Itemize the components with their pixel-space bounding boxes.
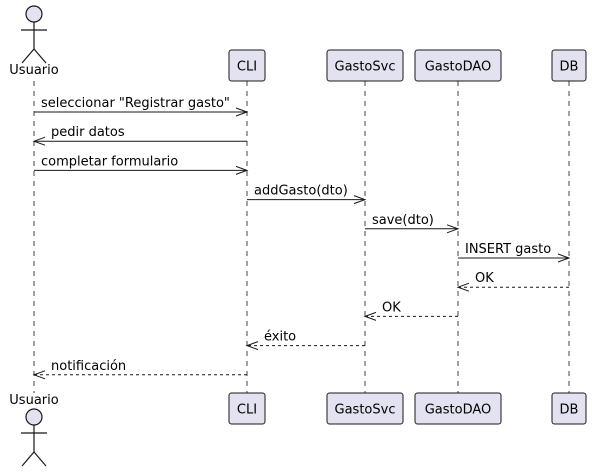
- message-label: save(dto): [372, 213, 434, 228]
- message-7: OK: [456, 271, 569, 292]
- participant-gastodao-bottom: GastoDAO: [414, 392, 502, 425]
- participant-db-bottom: DB: [551, 392, 587, 425]
- participant-box: [326, 49, 404, 82]
- participant-box: [551, 392, 587, 425]
- participant-label: GastoDAO: [425, 403, 492, 418]
- message-1: seleccionar "Registrar gasto": [34, 96, 249, 117]
- participant-box: [228, 392, 266, 425]
- participant-cli-bottom: CLI: [228, 392, 266, 425]
- participant-box: [228, 49, 266, 82]
- actor-label: Usuario: [9, 63, 58, 78]
- participant-label: CLI: [237, 60, 257, 75]
- participant-label: GastoDAO: [425, 60, 492, 75]
- message-label: addGasto(dto): [254, 184, 348, 199]
- participant-gastosvc-bottom: GastoSvc: [326, 392, 404, 425]
- actor-figure-icon: [21, 5, 47, 64]
- arrowhead-icon: [32, 136, 46, 146]
- message-8: OK: [363, 300, 458, 321]
- participant-box: [414, 49, 502, 82]
- participant-label: CLI: [237, 403, 257, 418]
- arrowhead-icon: [456, 282, 470, 292]
- message-label: seleccionar "Registrar gasto": [41, 96, 230, 111]
- actor-usuario-top: Usuario: [9, 5, 59, 78]
- arrowhead-icon: [32, 370, 46, 380]
- participant-label: DB: [560, 60, 579, 75]
- participant-label: DB: [560, 403, 579, 418]
- participant-box: [551, 49, 587, 82]
- message-label: pedir datos: [51, 125, 125, 140]
- actor-figure-icon: [21, 408, 47, 467]
- arrowhead-icon: [245, 341, 259, 351]
- message-label: notificación: [51, 359, 126, 374]
- arrowhead-icon: [235, 165, 249, 175]
- participant-gastodao-top: GastoDAO: [414, 49, 502, 82]
- message-label: éxito: [264, 330, 296, 345]
- arrowhead-icon: [363, 311, 377, 321]
- participant-box: [414, 392, 502, 425]
- actor-label: Usuario: [9, 393, 58, 408]
- participant-box: [326, 392, 404, 425]
- arrowhead-icon: [235, 107, 249, 117]
- message-10: notificación: [32, 359, 247, 380]
- participant-gastosvc-top: GastoSvc: [326, 49, 404, 82]
- message-9: éxito: [245, 330, 365, 351]
- arrowhead-icon: [557, 253, 571, 263]
- arrowhead-icon: [353, 195, 367, 205]
- participant-label: GastoSvc: [335, 403, 396, 418]
- participant-db-top: DB: [551, 49, 587, 82]
- message-label: completar formulario: [41, 154, 178, 169]
- message-label: OK: [382, 300, 401, 315]
- actor-usuario-bottom: Usuario: [9, 393, 59, 467]
- participant-label: GastoSvc: [335, 60, 396, 75]
- message-3: completar formulario: [34, 154, 249, 175]
- message-4: addGasto(dto): [247, 184, 367, 205]
- message-6: INSERT gasto: [458, 242, 571, 263]
- message-5: save(dto): [365, 213, 460, 234]
- message-label: INSERT gasto: [465, 242, 551, 257]
- message-2: pedir datos: [32, 125, 247, 146]
- arrowhead-icon: [446, 224, 460, 234]
- participant-cli-top: CLI: [228, 49, 266, 82]
- message-label: OK: [475, 271, 494, 286]
